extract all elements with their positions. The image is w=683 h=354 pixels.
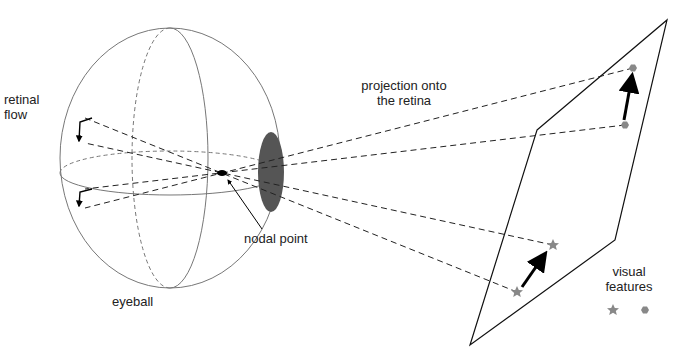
eyeball-label: eyeball [112, 294, 182, 309]
hexagon-feature [621, 122, 629, 129]
projection-lines [85, 68, 633, 292]
feature-motion-arrow [624, 76, 632, 120]
nodal-point-leader [228, 180, 262, 229]
retinal-flow-arrows [79, 118, 92, 206]
meridian-back [132, 28, 170, 288]
meridian-front [170, 28, 208, 288]
eyeball-outline [60, 28, 280, 288]
hexagon-symbol [641, 307, 649, 314]
nodal-point-label: nodal point [244, 231, 334, 246]
feature-motion-arrow [522, 254, 545, 287]
star-feature [511, 286, 523, 297]
equator-front [60, 173, 280, 195]
pupil [258, 132, 284, 212]
hexagon-feature [629, 65, 637, 72]
projection-label: projection onto the retina [352, 78, 456, 108]
image-plane [470, 20, 667, 345]
nodal-point [217, 170, 227, 176]
star-feature [547, 239, 559, 250]
retinal-flow-label: retinal flow [4, 92, 56, 122]
visual-features-label: visual features [596, 264, 662, 294]
star-symbol [607, 304, 619, 315]
